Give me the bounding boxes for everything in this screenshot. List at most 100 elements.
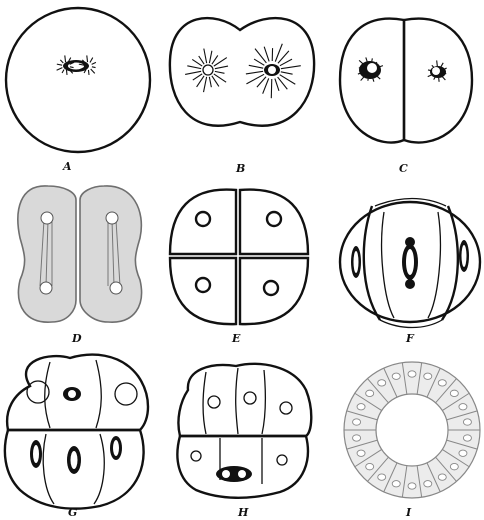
aster-ray [442,76,445,80]
blastomere-e-4 [240,258,308,324]
furrow-h-2 [236,368,238,434]
cell-nucleus [378,380,386,386]
furrow-f-left [364,206,380,320]
nucleus-h-1 [208,396,220,408]
cell-b [170,18,314,126]
aster-ray [87,55,88,62]
aster-ray [62,69,64,73]
spindle-g-2 [67,446,81,474]
aster-ray [437,60,438,66]
aster-ray [60,60,63,63]
aster-ray [280,59,292,66]
cell-nucleus [378,474,386,480]
blastomere-e-2 [240,190,308,254]
aster-ray [92,62,96,64]
aster-ray [209,77,211,87]
blastocoel [376,394,448,466]
nucleus-h-3 [280,402,292,414]
cell-nucleus [424,481,432,487]
cell-nucleus [392,373,400,379]
aster-ray [264,47,269,62]
nucleus-e-3 [196,278,210,292]
aster-ray [57,68,63,71]
panel-label-e: E [231,332,241,345]
aster-ray [249,65,263,68]
aster-ray [192,59,202,66]
blastula-ring [344,362,480,498]
aster-ray [281,66,301,69]
aster-ray [209,51,212,63]
panel-e: E [170,190,308,345]
cell-nucleus [353,419,361,425]
aster-ray [281,72,293,74]
panel-label-i: I [405,506,412,519]
aster-ray [57,64,62,65]
furrow-g-2 [96,360,101,428]
nucleus-h-4 [191,451,201,461]
cell-nucleus [463,419,471,425]
cell-nucleus [450,463,458,469]
nucleus-e-1 [196,212,210,226]
furrow-f-inner-left [382,212,394,318]
panel-f: F [340,199,480,346]
furrow-f-right [442,206,458,320]
cell-nucleus [459,450,467,456]
aster-ray [199,56,204,64]
nucleus-h-bottom [216,466,252,482]
nucleus-c-right [428,60,447,81]
cell-nucleus [408,483,416,489]
furrow-h-1 [203,372,206,434]
spindle-f-right [459,240,469,272]
aster-ray [215,66,228,69]
furrow-g-4 [94,434,104,504]
nucleus-h-2 [244,392,256,404]
panel-label-d: D [71,332,82,345]
nucleus-c-left [358,57,383,81]
panel-i: I [344,362,480,519]
cell-nucleus [438,474,446,480]
nucleus-e-4 [264,281,278,295]
aster-ray [432,65,434,67]
cell-nucleus [408,371,416,377]
aster-ray [372,58,373,61]
nucleus-g-top [63,387,81,401]
aster-ray [91,69,95,73]
blastomere-c-right [404,19,472,143]
furrow-f-inner-right [428,212,440,318]
furrow-h-3 [262,370,265,434]
aster-ray [361,77,364,81]
panel-label-f: F [405,332,415,345]
panel-label-a: A [62,160,72,173]
aster-ray [90,58,93,63]
aster-ray [212,76,219,87]
aster-ray [197,76,204,87]
blastomere-e-1 [170,190,236,254]
aster-ray [373,79,374,82]
cell-nucleus [357,404,365,410]
aster-b-right [246,44,301,98]
spindle-f-center [402,237,418,289]
cell-nucleus [459,404,467,410]
panel-d: D [18,186,142,345]
panel-g: G [5,355,148,519]
cell-nucleus [366,390,374,396]
cell-nucleus [438,380,446,386]
aster-ray [246,71,263,74]
nucleus-h-5 [277,455,287,465]
panel-label-b: B [235,162,245,175]
spindle-g-3 [110,436,122,460]
aster-ray [275,79,279,91]
tier-h-bottom [177,436,308,498]
cell-nucleus [392,481,400,487]
aster-ray [66,70,67,75]
aster-ray [92,67,96,68]
aster-ray [263,78,269,93]
panel-label-h: H [237,506,249,519]
aster-ray [377,76,380,79]
cell-nucleus [450,390,458,396]
cell-nucleus [366,463,374,469]
panel-label-c: C [399,162,408,175]
aster-ray [88,70,89,75]
aster-b-left [185,49,228,93]
